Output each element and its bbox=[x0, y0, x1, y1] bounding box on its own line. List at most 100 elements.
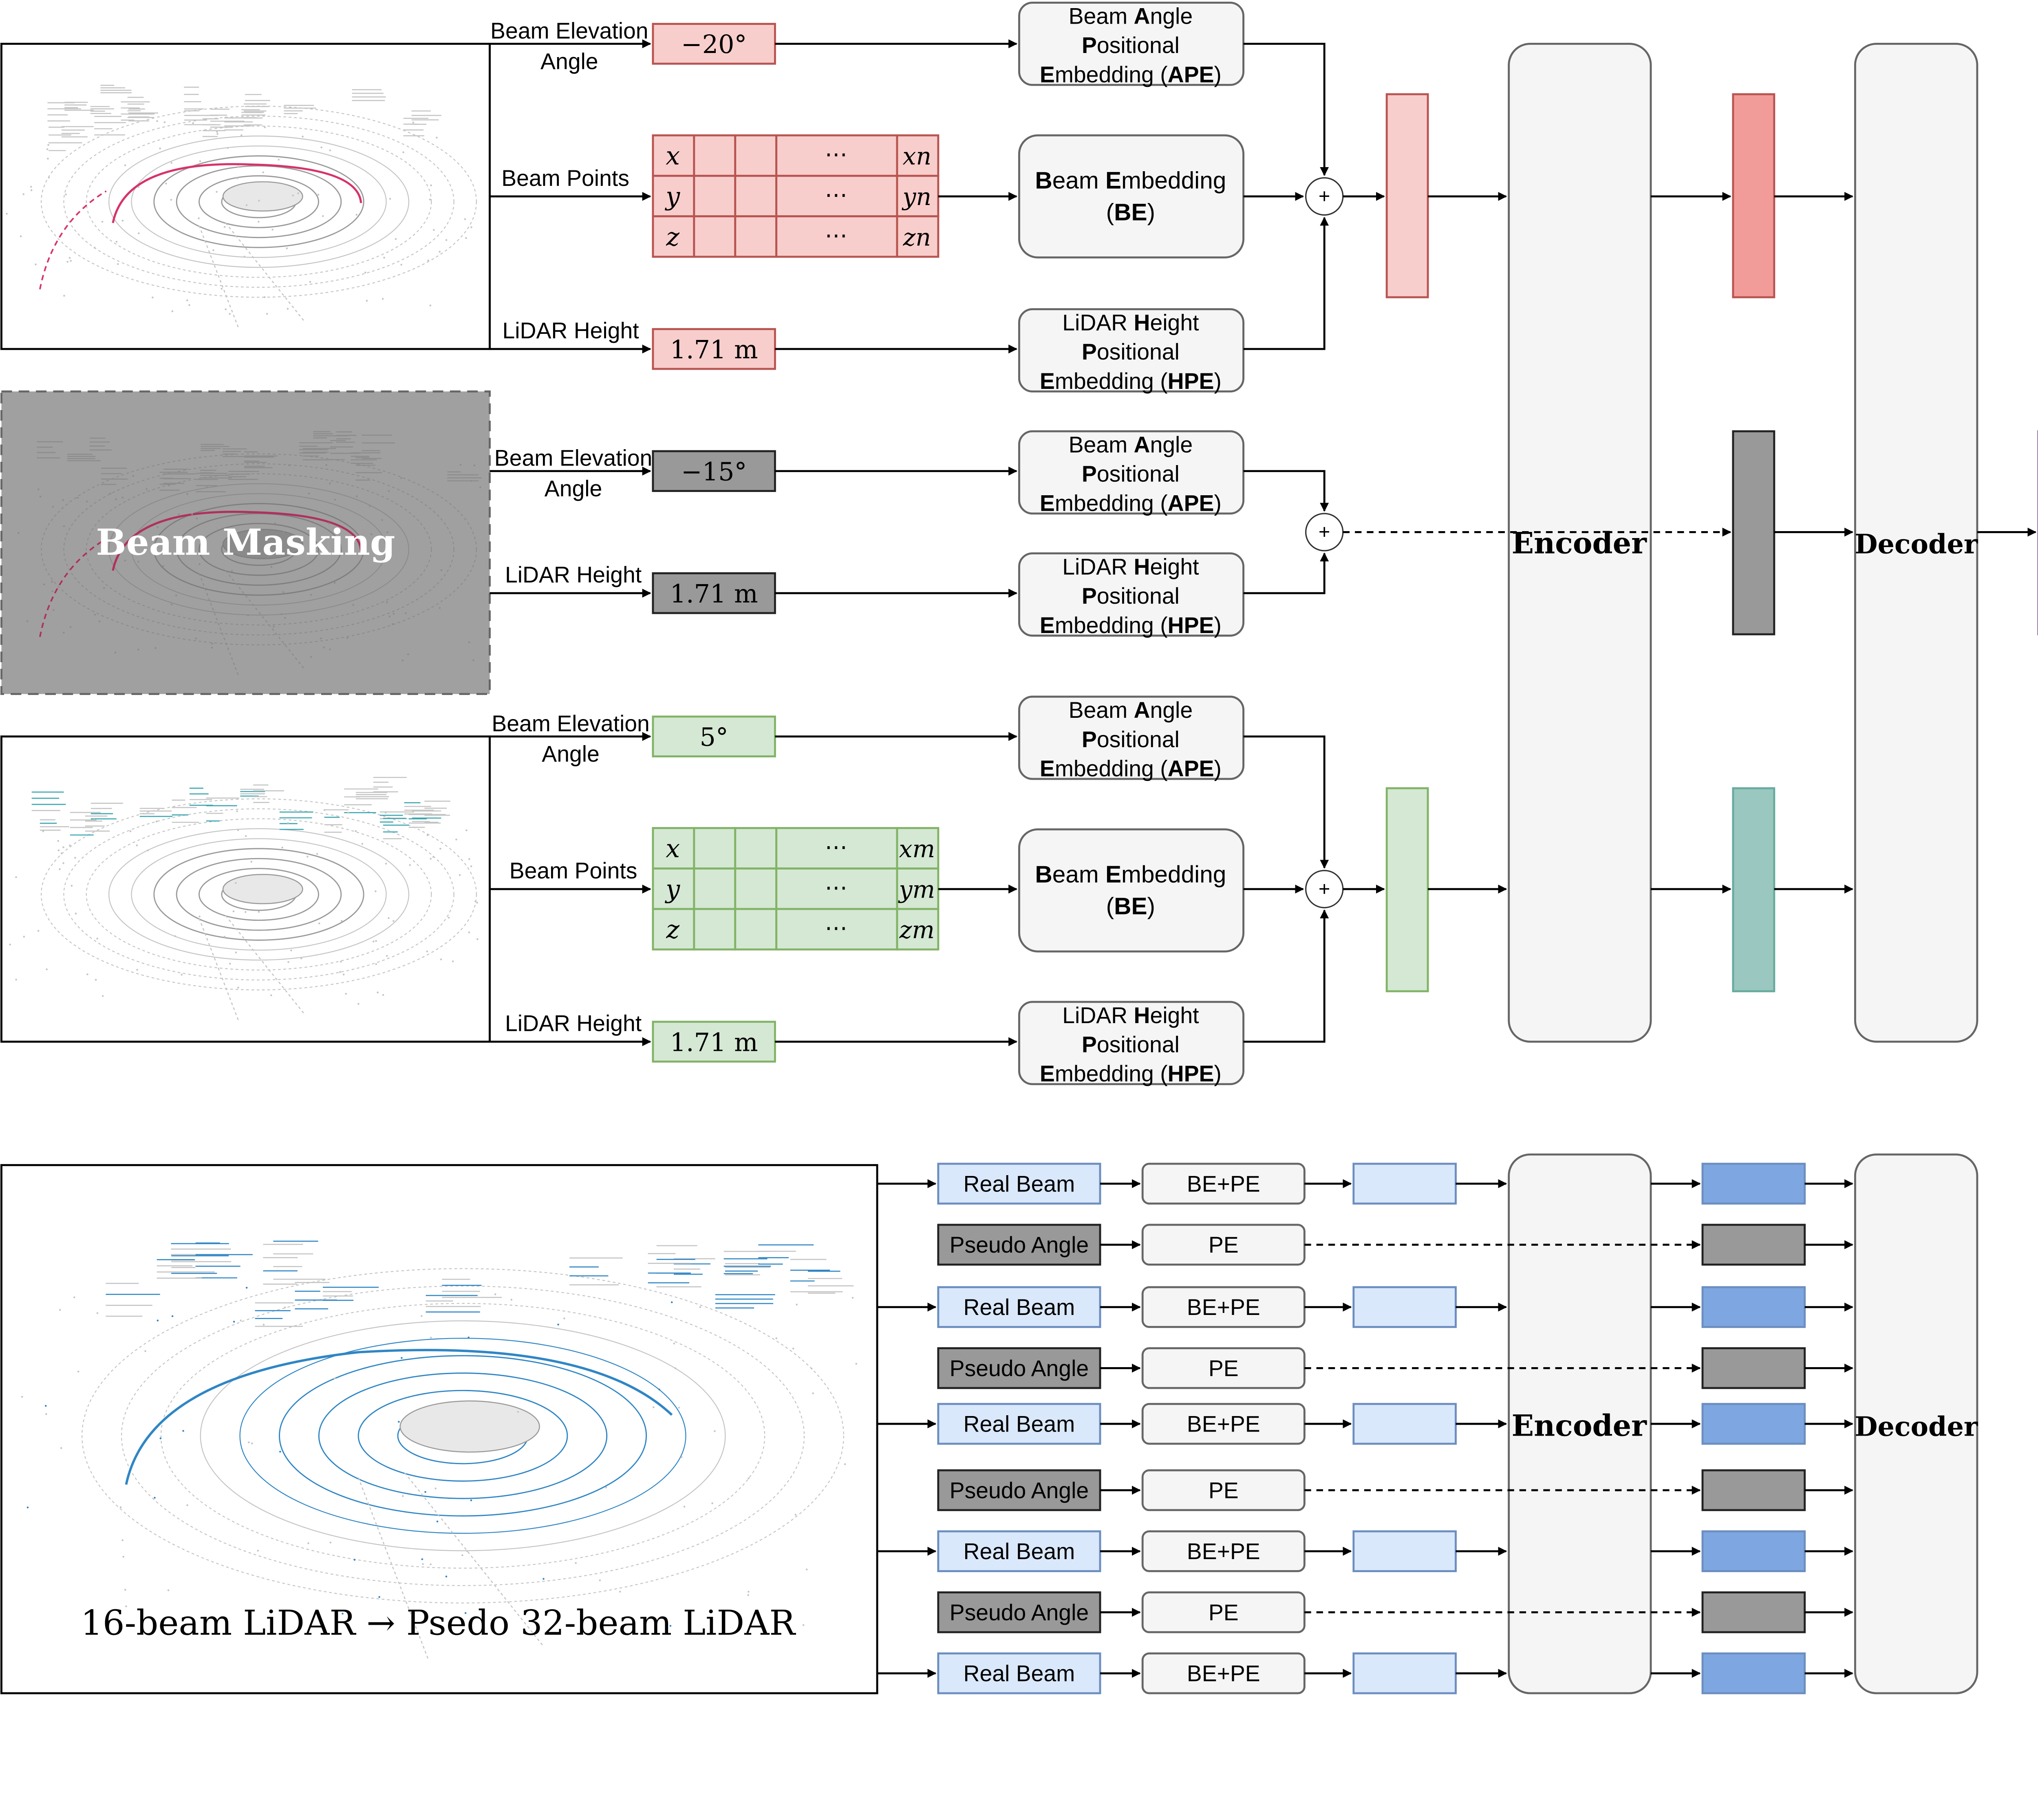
pseudo-token bbox=[1701, 1591, 1806, 1633]
scan-dot bbox=[30, 185, 32, 188]
table-ellipsis: ⋯ bbox=[825, 182, 847, 207]
scan-dot bbox=[468, 1336, 470, 1339]
scan-dot bbox=[426, 950, 428, 953]
scan-dot bbox=[274, 522, 276, 524]
table-row-label: x bbox=[666, 834, 680, 863]
scan-dot bbox=[432, 856, 435, 858]
hpe-line3: Embedding (HPE) bbox=[1040, 368, 1222, 394]
height-value-3: 1.71 m bbox=[670, 1028, 758, 1057]
scan-dot bbox=[157, 1319, 159, 1321]
real-beam-box bbox=[937, 1530, 1101, 1572]
scan-dot bbox=[310, 593, 312, 596]
scan-dot bbox=[288, 464, 290, 466]
lidar-scan-1 bbox=[6, 85, 477, 329]
scan-dot bbox=[430, 184, 432, 186]
scan-ring bbox=[160, 1303, 765, 1569]
text-span: mbedding ( bbox=[1055, 490, 1168, 516]
scan-dot bbox=[181, 973, 183, 976]
be-line1: Beam Embedding bbox=[1035, 167, 1226, 194]
scan-ring bbox=[108, 483, 410, 616]
ape-box bbox=[1018, 695, 1245, 780]
table-cell bbox=[693, 867, 737, 910]
scan-dot bbox=[235, 951, 237, 953]
scan-dot bbox=[245, 204, 248, 206]
table-cell bbox=[734, 134, 778, 177]
scan-dot bbox=[286, 247, 288, 249]
scan-dot bbox=[748, 1477, 750, 1480]
text-span: LiDAR bbox=[1062, 554, 1134, 580]
scan-dot bbox=[855, 1363, 858, 1365]
table-cell bbox=[734, 908, 778, 951]
text-span: H bbox=[1134, 310, 1150, 335]
scan-dot bbox=[62, 499, 64, 501]
pseudo-angle-box bbox=[937, 1469, 1101, 1511]
text-span: P bbox=[1082, 1032, 1097, 1057]
scan-dot bbox=[235, 882, 237, 884]
scan-dot bbox=[23, 935, 25, 938]
text-span: HPE bbox=[1168, 1061, 1214, 1086]
scan-dot bbox=[52, 505, 54, 508]
scan-dot bbox=[405, 612, 407, 614]
scan-dot bbox=[563, 1317, 565, 1319]
scan-dot bbox=[280, 613, 283, 615]
scan-dot bbox=[109, 492, 111, 494]
encoded-token bbox=[1701, 1530, 1806, 1572]
scan-dot bbox=[211, 646, 213, 649]
scan-dot bbox=[264, 126, 266, 128]
scan-highlight bbox=[112, 511, 362, 571]
scan-ring bbox=[40, 453, 477, 646]
scan-ring bbox=[86, 126, 432, 278]
scan-dot bbox=[6, 213, 8, 215]
scan-dot bbox=[94, 613, 96, 616]
text-span: BE bbox=[1114, 199, 1147, 225]
scan-dot bbox=[470, 865, 472, 867]
scan-dot bbox=[186, 299, 188, 302]
text-span: ngle bbox=[1150, 432, 1193, 457]
scan-dot bbox=[671, 1301, 673, 1304]
scan-dot bbox=[68, 257, 71, 259]
text-span: B bbox=[1035, 861, 1052, 888]
scan-dot bbox=[186, 493, 189, 495]
scan-ring bbox=[176, 513, 342, 586]
scan-dot bbox=[230, 551, 232, 553]
scan-dot bbox=[196, 517, 198, 519]
real-beam-box bbox=[937, 1652, 1101, 1694]
scan-center bbox=[222, 181, 303, 212]
scan-dot bbox=[46, 148, 49, 150]
ape-line1: Beam Angle bbox=[1069, 432, 1193, 457]
elev-label-2a: Beam Elevation bbox=[494, 446, 653, 471]
ape-line3: Embedding (APE) bbox=[1040, 490, 1222, 516]
scan-ring bbox=[86, 473, 432, 626]
scan-dot bbox=[342, 973, 345, 976]
scan-dot bbox=[325, 464, 327, 466]
text-span: ) bbox=[1147, 893, 1156, 920]
scan-dot bbox=[470, 1499, 472, 1502]
scan-dot bbox=[137, 186, 140, 188]
hpe-line2: Positional bbox=[1082, 339, 1180, 364]
scan-dot bbox=[65, 193, 67, 196]
scan-dot bbox=[245, 911, 247, 913]
scan-dot bbox=[398, 1421, 400, 1423]
pseudo-token bbox=[1701, 1224, 1806, 1266]
scan-dot bbox=[284, 617, 286, 619]
scan-dot bbox=[352, 604, 354, 606]
scan-dot bbox=[400, 477, 402, 479]
scan-dot bbox=[472, 659, 474, 662]
scan-dot bbox=[310, 656, 312, 658]
pseudo-angle-label: Pseudo Angle bbox=[950, 1356, 1089, 1381]
text-span: ) bbox=[1214, 368, 1221, 394]
elev-label-2b: Angle bbox=[545, 476, 602, 501]
scan-dot bbox=[124, 164, 126, 166]
scan-dot bbox=[138, 232, 140, 234]
scan-center bbox=[222, 529, 303, 559]
scan-dot bbox=[60, 1447, 62, 1449]
scan-dot bbox=[186, 1504, 188, 1506]
scan-dot bbox=[263, 296, 266, 298]
scan-dot bbox=[424, 1491, 426, 1493]
scan-dot bbox=[430, 1563, 432, 1566]
scan-ring bbox=[121, 1285, 805, 1586]
text-span: ositional bbox=[1097, 339, 1180, 364]
scan-dot bbox=[476, 938, 479, 940]
